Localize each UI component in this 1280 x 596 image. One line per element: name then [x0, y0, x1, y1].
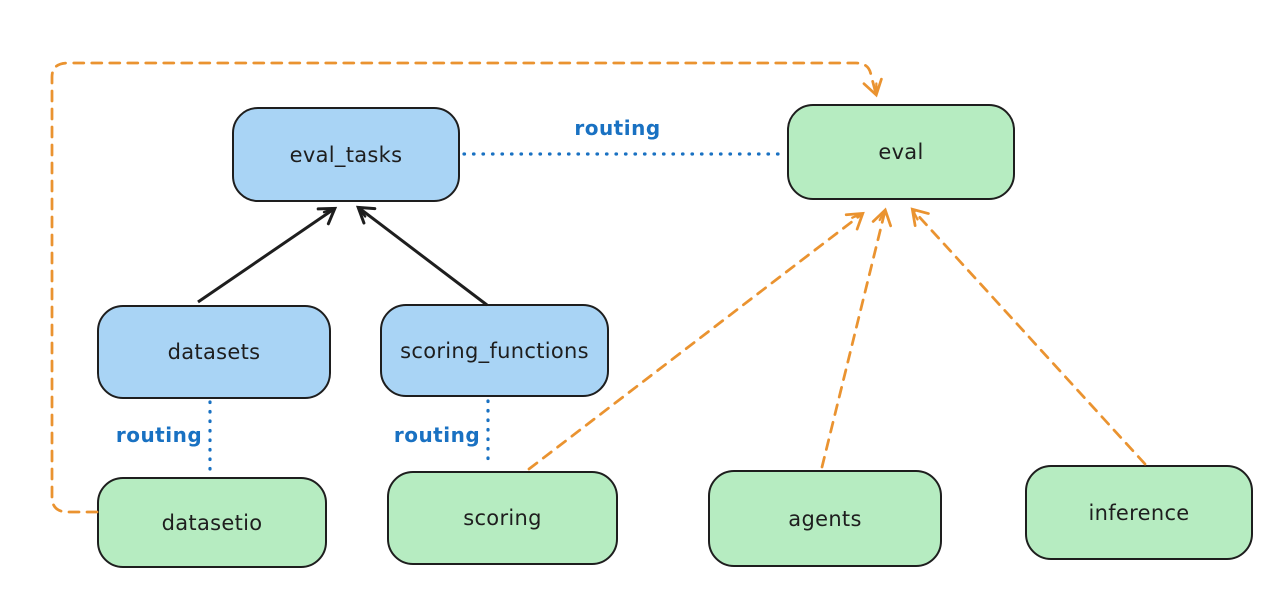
node-datasets: datasets: [97, 305, 331, 399]
edge-inference-to-eval: [910, 207, 1147, 466]
node-eval-tasks: eval_tasks: [232, 107, 460, 202]
node-eval: eval: [787, 104, 1015, 200]
node-inference: inference: [1025, 465, 1253, 560]
node-label-agents: agents: [788, 506, 862, 531]
routing-label-scoring-functions-scoring: routing: [393, 423, 481, 447]
routing-label-eval-tasks-eval: routing: [574, 116, 661, 140]
edge-datasets-to-eval-tasks: [197, 206, 338, 304]
node-label-eval-tasks: eval_tasks: [289, 142, 403, 167]
node-label-datasets: datasets: [167, 340, 261, 364]
node-label-scoring: scoring: [463, 506, 542, 530]
node-label-scoring-functions: scoring_functions: [400, 338, 589, 363]
edge-agents-to-eval: [820, 207, 893, 469]
routing-label-datasets-datasetio: routing: [115, 423, 203, 447]
node-datasetio: datasetio: [97, 477, 327, 568]
node-scoring-functions: scoring_functions: [380, 304, 609, 397]
node-label-eval: eval: [878, 140, 924, 164]
node-label-inference: inference: [1088, 500, 1190, 525]
node-agents: agents: [708, 470, 942, 567]
node-scoring: scoring: [387, 471, 618, 565]
edge-scoring-functions-to-eval-tasks: [355, 205, 488, 307]
node-label-datasetio: datasetio: [161, 510, 263, 535]
